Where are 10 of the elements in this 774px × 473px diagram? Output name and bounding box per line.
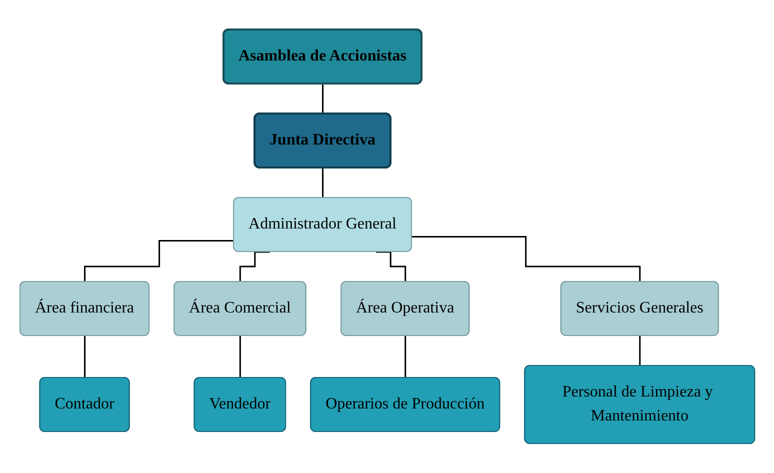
connector [84,240,234,283]
connector [239,251,270,283]
connector [322,167,324,199]
connector [412,236,641,283]
connector [239,335,241,379]
connector [322,83,324,115]
connector [404,335,406,379]
connector [84,335,86,379]
connector [638,335,641,367]
connector [376,251,406,283]
